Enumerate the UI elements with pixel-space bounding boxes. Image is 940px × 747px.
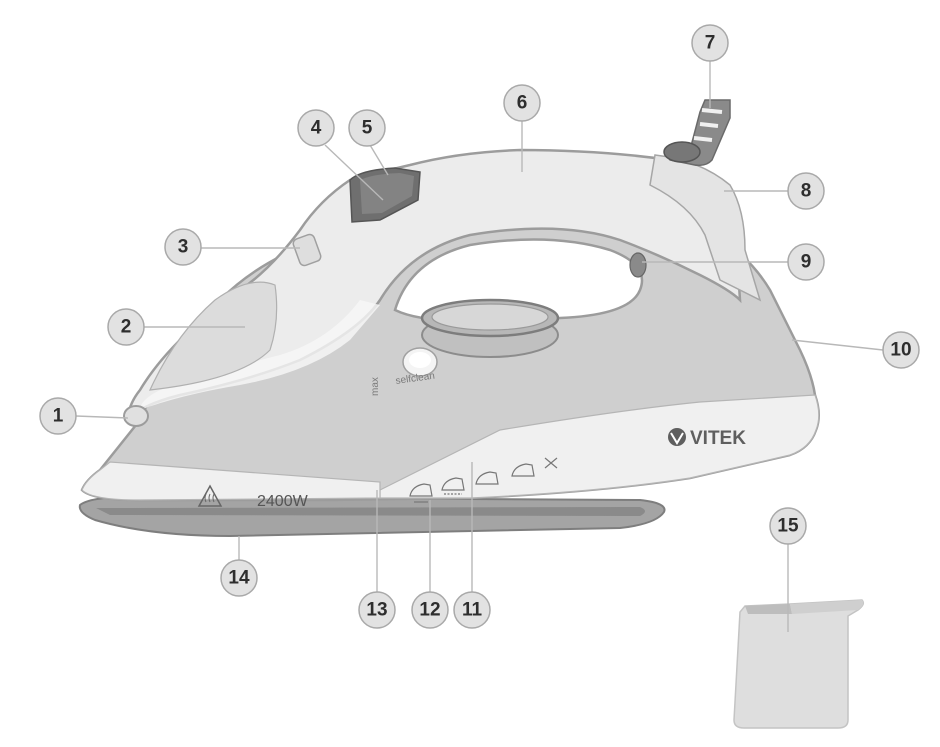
brand-name: VITEK: [690, 428, 746, 449]
callout-5: 5: [348, 109, 386, 147]
svg-text:12: 12: [419, 600, 440, 621]
temperature-dial: [420, 298, 560, 358]
hot-surface-warning-icon: [197, 484, 223, 507]
svg-text:4: 4: [311, 118, 322, 139]
callout-11: 11: [453, 591, 491, 629]
svg-text:7: 7: [705, 33, 716, 54]
callout-6: 6: [503, 84, 541, 122]
callout-13: 13: [358, 591, 396, 629]
svg-text:10: 10: [890, 340, 911, 361]
selfclean-button: [402, 347, 438, 377]
callout-12: 12: [411, 591, 449, 629]
callout-2: 2: [107, 308, 145, 346]
svg-text:6: 6: [517, 93, 528, 114]
leader-lines: [75, 61, 884, 632]
svg-text:2: 2: [121, 317, 132, 338]
callout-8: 8: [787, 172, 825, 210]
no-iron-icon: [544, 457, 558, 469]
max-label: max: [370, 377, 381, 396]
callout-9: 9: [787, 243, 825, 281]
iron-icon-4: [511, 463, 535, 477]
function-icons: [409, 457, 558, 503]
measuring-cup: [733, 599, 865, 729]
iron-icon-3: [475, 471, 499, 485]
power-rating: 2400W: [257, 493, 309, 510]
callout-4: 4: [297, 109, 335, 147]
svg-text:15: 15: [777, 516, 799, 537]
cord-protector: [663, 99, 731, 167]
svg-text:5: 5: [362, 118, 373, 139]
svg-text:13: 13: [366, 600, 387, 621]
selfclean-label: selfclean: [395, 371, 436, 387]
soleplate: [78, 495, 666, 538]
svg-text:14: 14: [228, 568, 250, 589]
svg-text:1: 1: [53, 406, 64, 427]
iron-icon-1: [409, 483, 433, 503]
indicator-lamp: [629, 252, 647, 278]
iron-icon-2: [441, 477, 465, 495]
callout-10: 10: [882, 331, 920, 369]
svg-text:3: 3: [178, 237, 189, 258]
svg-text:8: 8: [801, 181, 812, 202]
callout-7: 7: [691, 24, 729, 62]
filler-cap: [292, 233, 322, 267]
svg-text:11: 11: [462, 600, 483, 621]
spray-nozzle: [123, 405, 149, 427]
callout-3: 3: [164, 228, 202, 266]
callout-1: 1: [39, 397, 77, 435]
callout-14: 14: [220, 559, 258, 597]
callouts: 1 2 3 4 5 6 7 8 9 10 11 12 13 14 15: [39, 24, 920, 629]
callout-15: 15: [769, 507, 807, 545]
brand-logo: VITEK: [668, 428, 746, 449]
svg-text:9: 9: [801, 252, 812, 273]
